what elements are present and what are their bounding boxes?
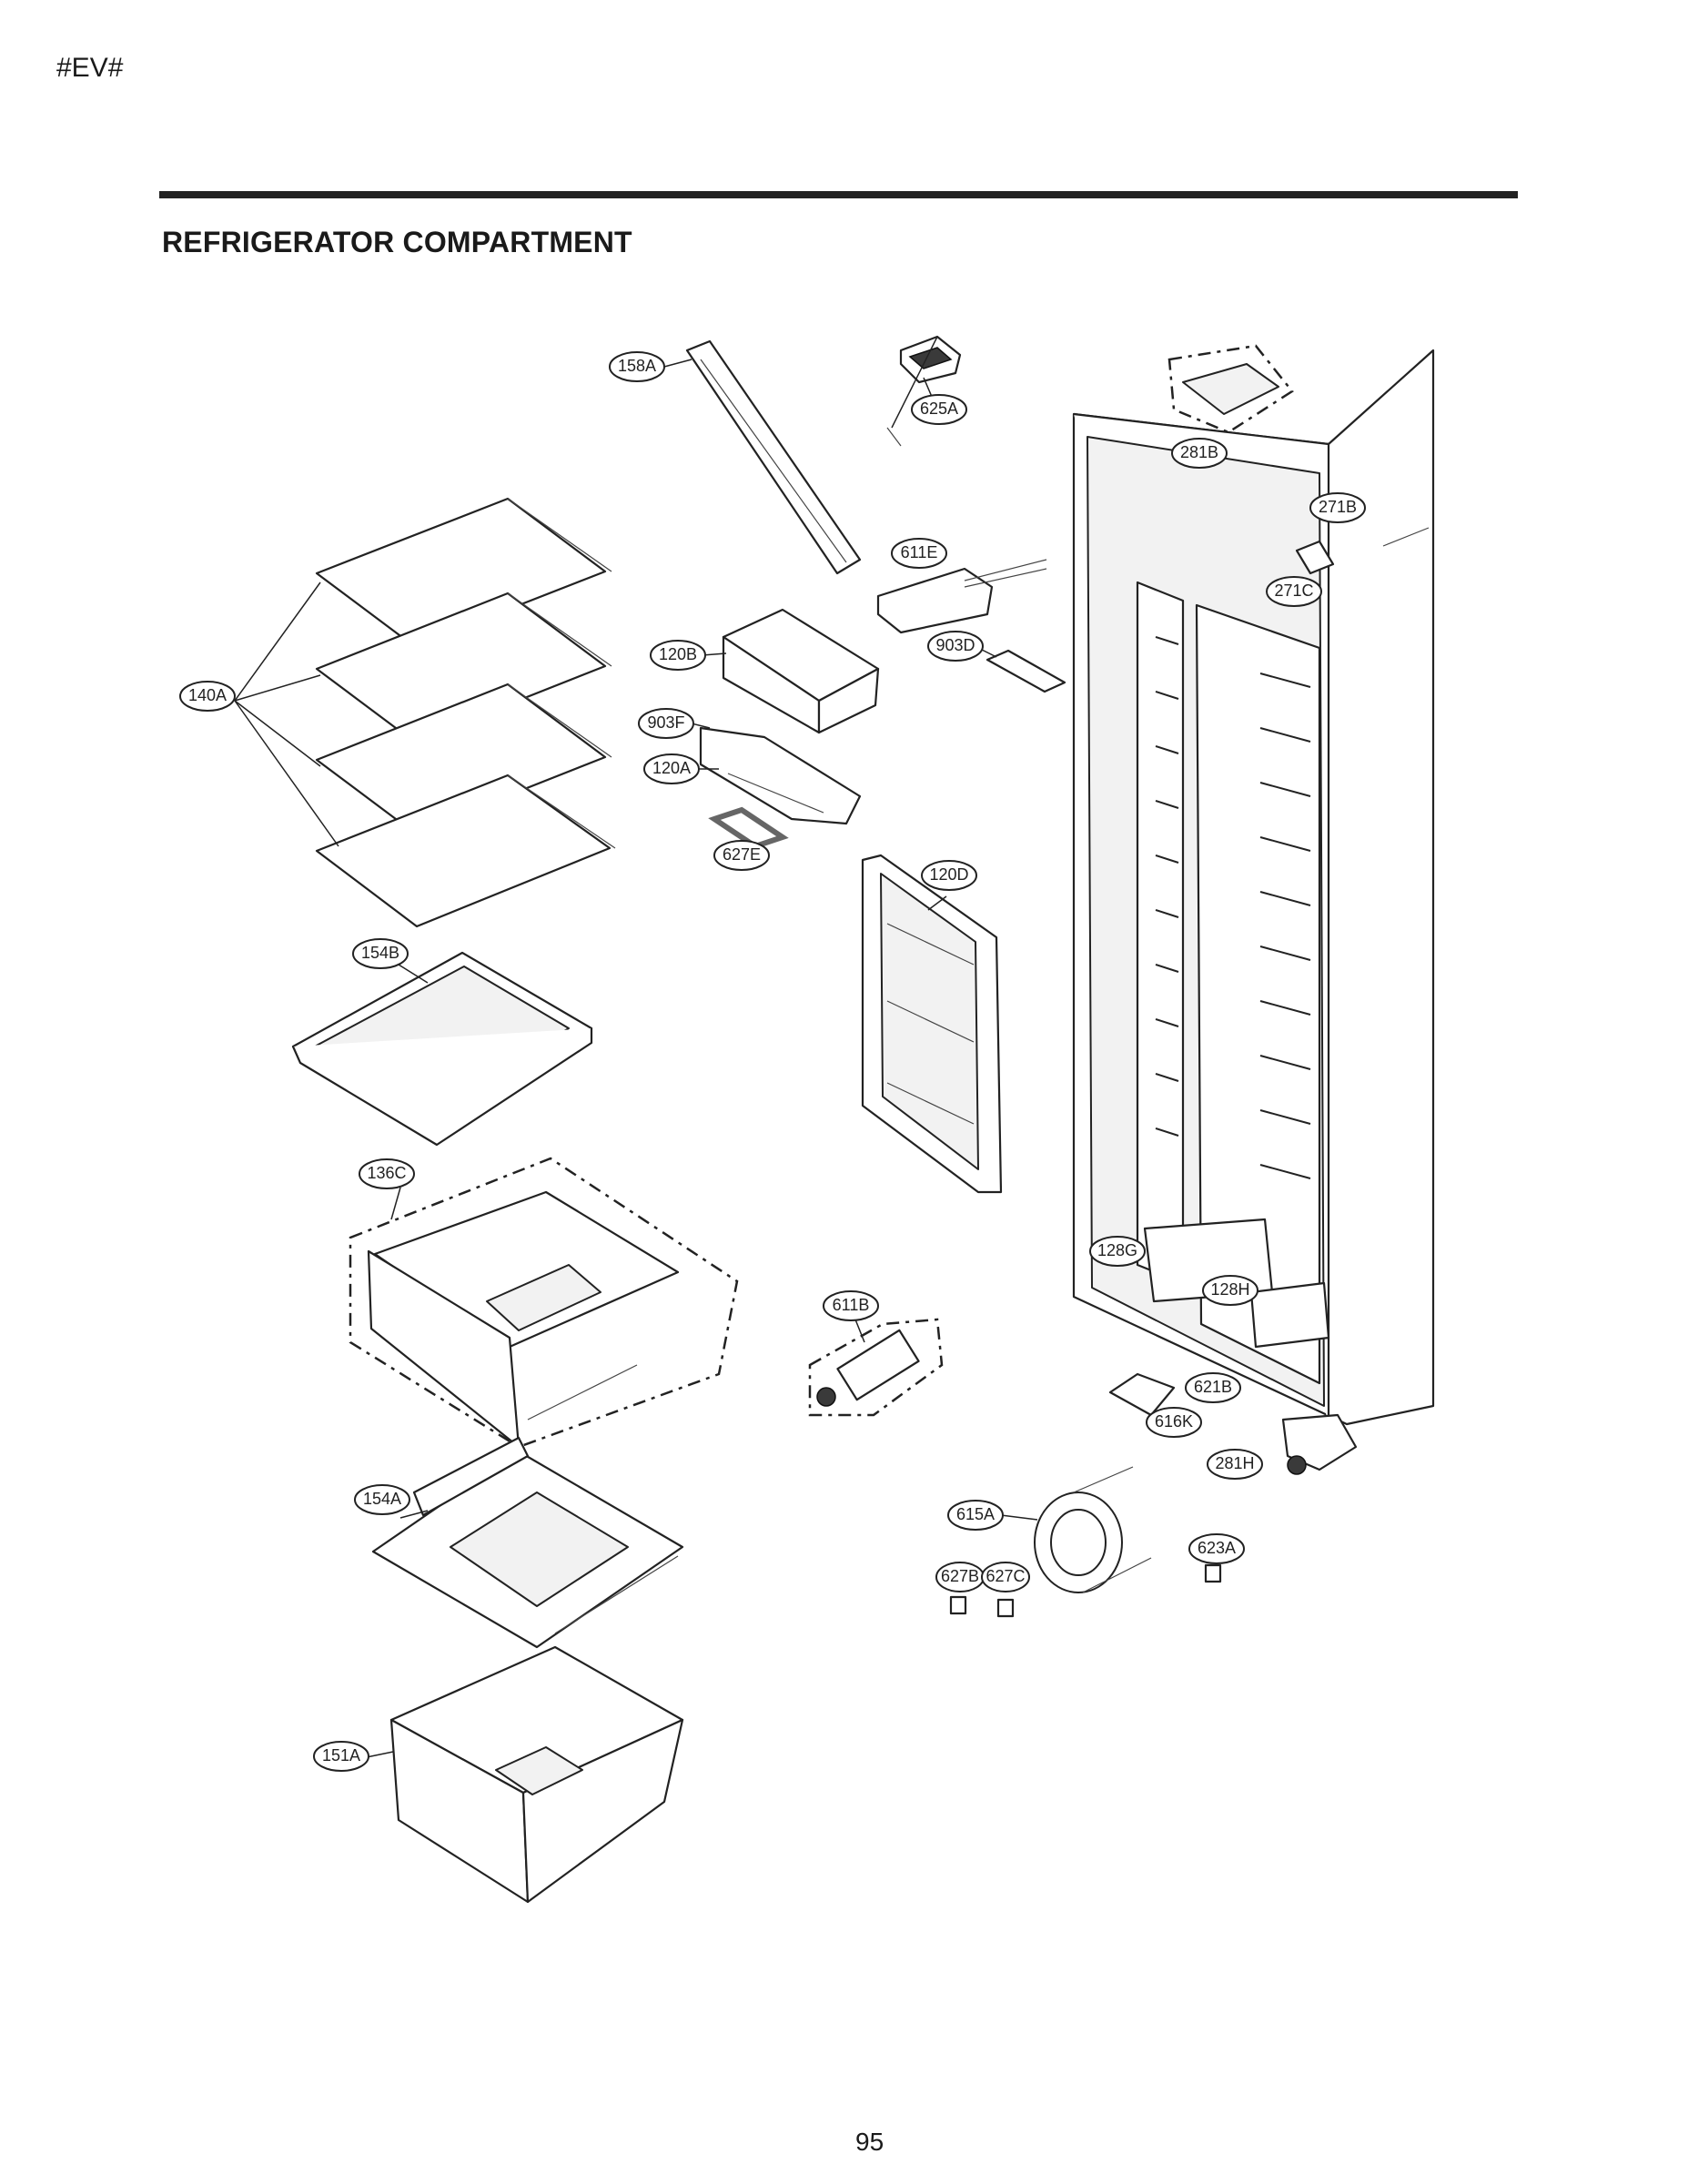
crisper-drawer-151a xyxy=(361,1645,684,1904)
svg-text:154A: 154A xyxy=(363,1490,401,1508)
svg-text:271C: 271C xyxy=(1274,581,1313,600)
svg-text:120D: 120D xyxy=(929,865,968,884)
cabinet-liner xyxy=(1072,344,1435,1426)
svg-text:615A: 615A xyxy=(956,1505,995,1523)
svg-text:128G: 128G xyxy=(1097,1241,1137,1259)
svg-text:625A: 625A xyxy=(920,399,958,418)
water-tube-coil xyxy=(1000,1466,1152,1593)
callout-label: 627E xyxy=(713,840,770,871)
page-tag: #EV# xyxy=(56,53,124,83)
svg-text:611E: 611E xyxy=(901,543,938,561)
ice-bin xyxy=(702,608,880,734)
svg-text:140A: 140A xyxy=(188,686,227,704)
callout-label: 136C xyxy=(359,1158,415,1189)
callout-label: 120D xyxy=(921,860,977,891)
callout-label: 154B xyxy=(352,938,409,969)
svg-text:623A: 623A xyxy=(1198,1539,1236,1557)
svg-text:621B: 621B xyxy=(1194,1378,1232,1396)
svg-text:903D: 903D xyxy=(935,636,975,654)
callout-label: 623A xyxy=(1188,1533,1245,1564)
callout-label: 154A xyxy=(354,1484,410,1515)
control-box xyxy=(886,335,962,447)
callout-label: 903D xyxy=(927,631,984,662)
glass-shelf xyxy=(315,774,616,928)
divider-panel xyxy=(861,854,1003,1194)
svg-text:120A: 120A xyxy=(652,759,691,777)
svg-text:120B: 120B xyxy=(659,645,697,663)
callout-label: 611B xyxy=(823,1290,879,1321)
page-number: 95 xyxy=(855,2128,884,2156)
callout-label: 128H xyxy=(1202,1275,1258,1306)
page-title: REFRIGERATOR COMPARTMENT xyxy=(162,226,632,258)
svg-text:151A: 151A xyxy=(322,1746,360,1764)
glass-shelves xyxy=(234,497,616,928)
callout-label: 611E xyxy=(891,538,947,569)
callout-label: 281H xyxy=(1207,1449,1263,1480)
water-filter xyxy=(808,1318,944,1417)
callout-label: 615A xyxy=(947,1500,1004,1531)
callout-label: 625A xyxy=(911,394,967,425)
svg-text:154B: 154B xyxy=(361,944,399,962)
drawer-cover xyxy=(371,1436,684,1649)
svg-text:627C: 627C xyxy=(986,1567,1025,1585)
callout-label: 627C xyxy=(981,1562,1030,1592)
crisper-drawer-136c xyxy=(349,1157,739,1449)
bin-cover xyxy=(691,723,862,825)
svg-text:627E: 627E xyxy=(723,845,761,864)
svg-text:616K: 616K xyxy=(1155,1412,1193,1431)
svg-text:281H: 281H xyxy=(1215,1454,1254,1472)
svg-text:281B: 281B xyxy=(1180,443,1218,461)
callout-label: 621B xyxy=(1185,1372,1241,1403)
callout-label: 158A xyxy=(609,351,665,382)
lamp-socket-assembly xyxy=(876,559,1047,634)
callout-label: 120B xyxy=(650,640,706,671)
svg-text:627B: 627B xyxy=(941,1567,979,1585)
title-rule xyxy=(159,191,1518,198)
tube-fittings xyxy=(949,1372,1358,1618)
callout-label: 151A xyxy=(313,1741,369,1772)
svg-text:158A: 158A xyxy=(618,357,656,375)
lamp-cover xyxy=(663,339,862,575)
svg-text:903F: 903F xyxy=(647,713,684,732)
callout-label: 140A xyxy=(179,681,236,712)
callout-label: 627B xyxy=(935,1562,985,1592)
callout-label: 271C xyxy=(1266,576,1322,607)
svg-text:128H: 128H xyxy=(1210,1280,1249,1299)
shelf-tray xyxy=(291,951,593,1147)
label-strip xyxy=(977,647,1066,693)
svg-text:136C: 136C xyxy=(367,1164,406,1182)
glass-shelf xyxy=(315,592,612,743)
callout-label: 281B xyxy=(1171,438,1228,469)
callout-label: 120A xyxy=(643,753,700,784)
svg-text:271B: 271B xyxy=(1319,498,1357,516)
callout-label: 128G xyxy=(1089,1236,1146,1267)
svg-text:611B: 611B xyxy=(833,1296,870,1314)
callout-label: 616K xyxy=(1146,1407,1202,1438)
glass-shelf xyxy=(315,682,612,834)
callout-label: 903F xyxy=(638,708,694,739)
glass-shelf xyxy=(315,497,612,648)
callout-label: 271B xyxy=(1309,492,1366,523)
